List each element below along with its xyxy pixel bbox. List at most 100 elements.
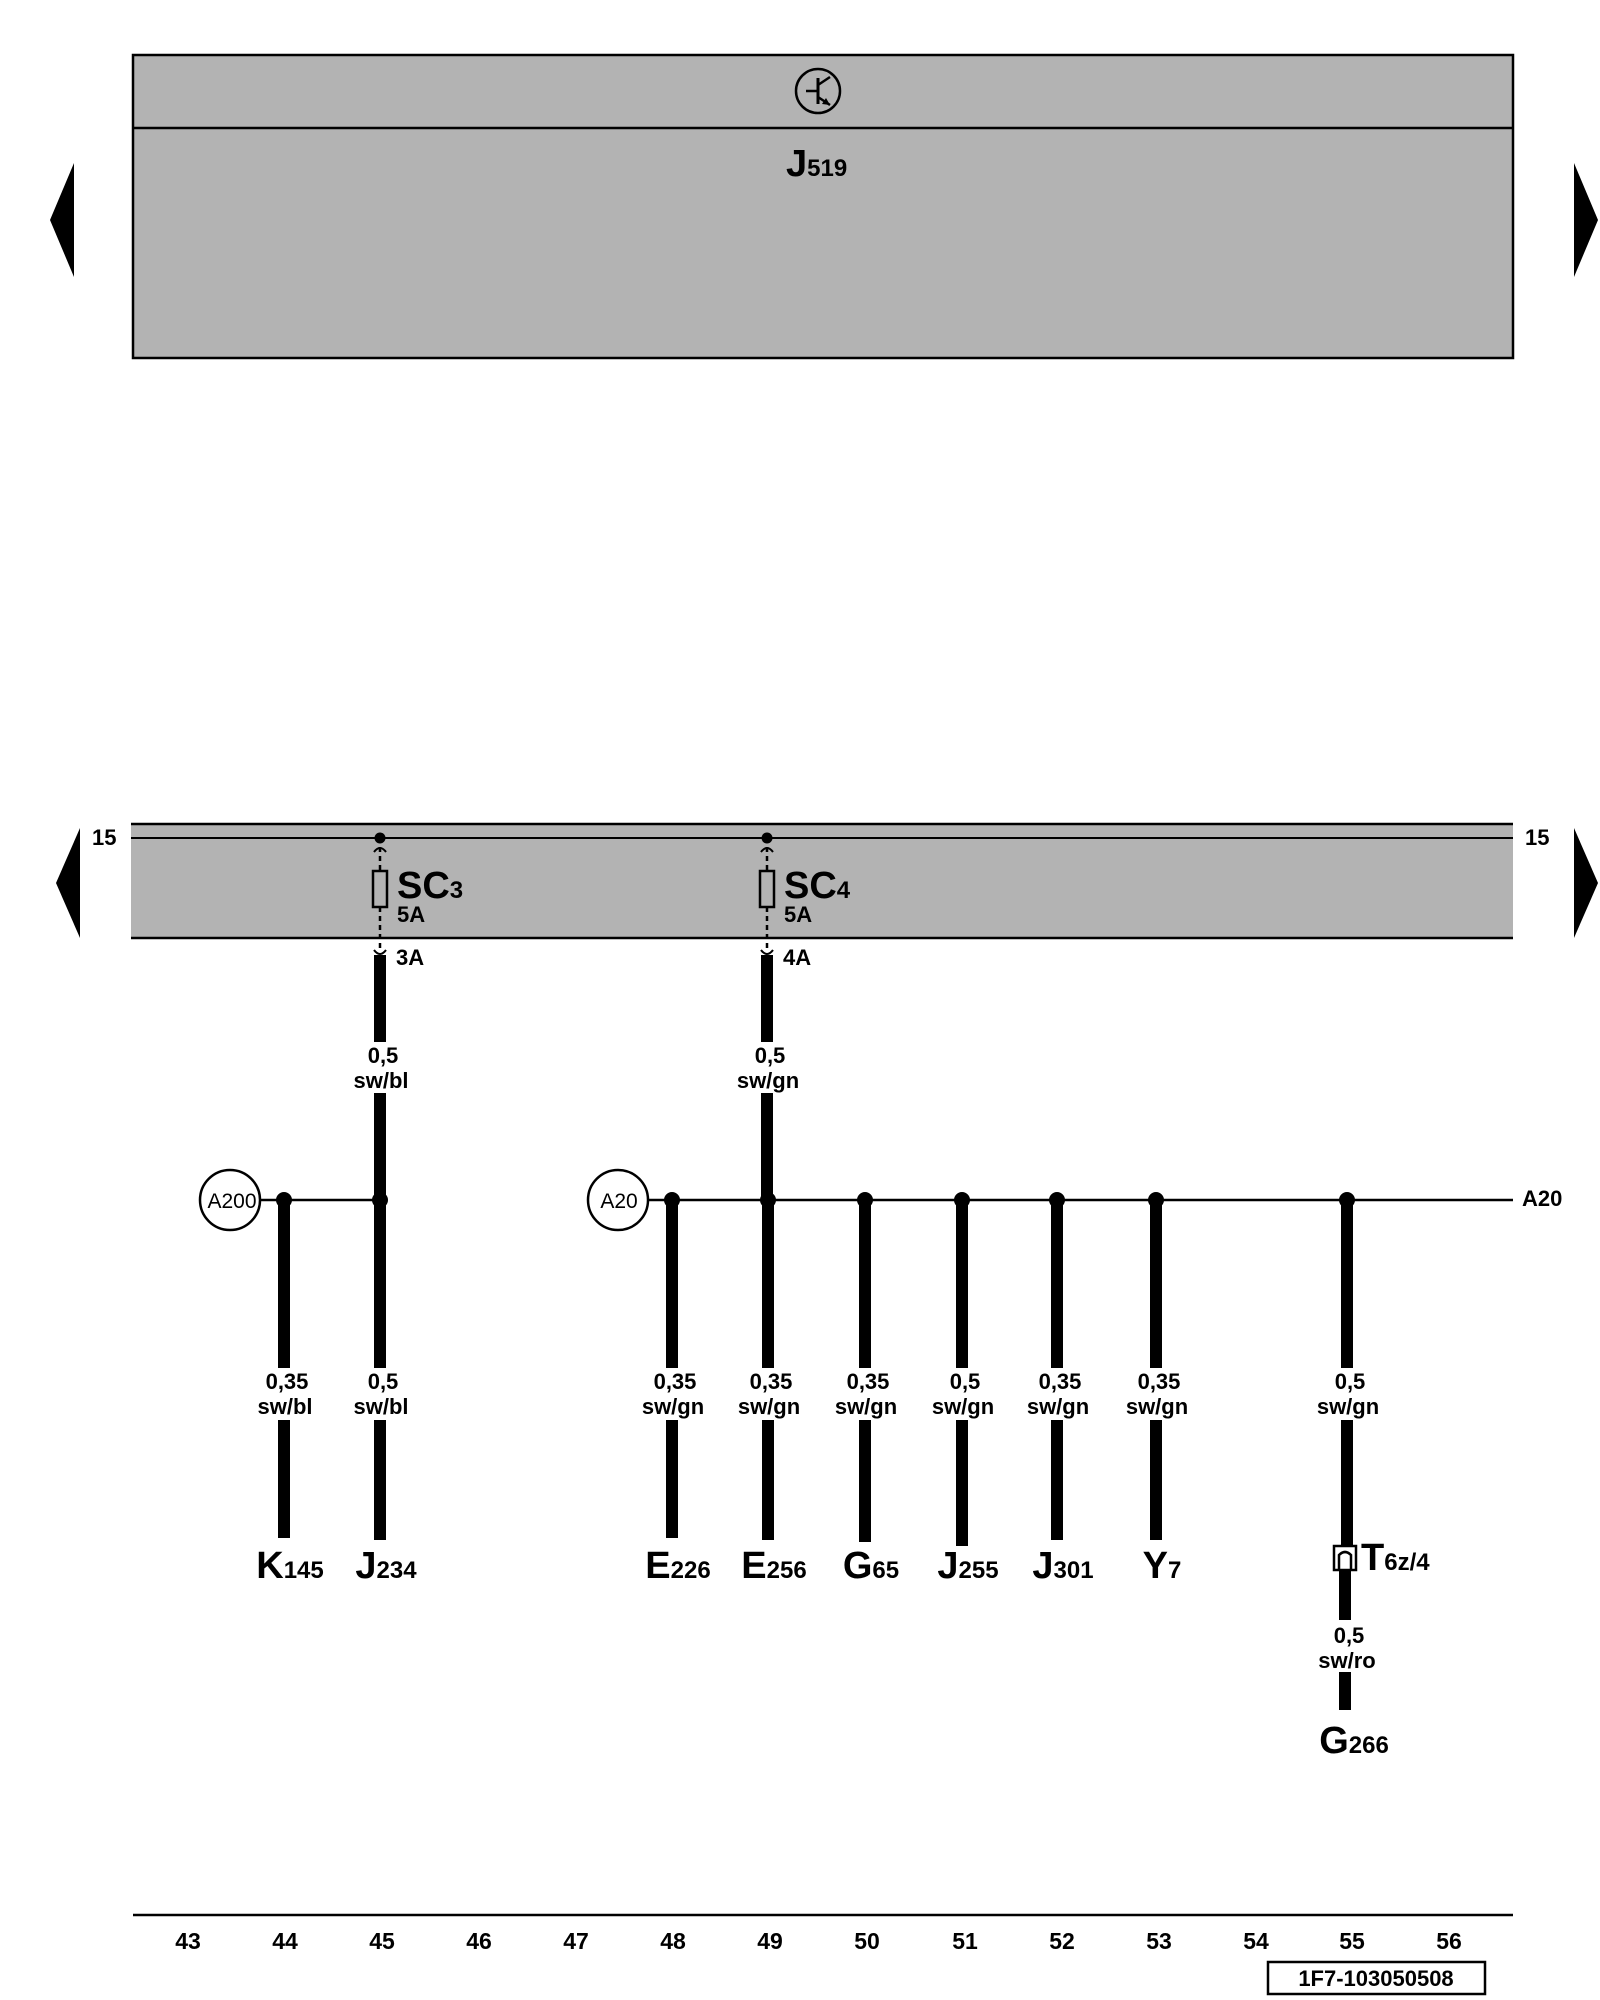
- connector-a20-right-label: A20: [1522, 1186, 1562, 1211]
- feed-wire-sc3: 0,5 sw/bl: [353, 955, 409, 1200]
- control-unit-letter: J: [786, 143, 807, 185]
- branch-wire-color: sw/bl: [257, 1394, 312, 1419]
- column-number: 55: [1339, 1928, 1365, 1954]
- next-page-arrow-icon[interactable]: [1574, 163, 1598, 277]
- component-label: J234: [355, 1545, 417, 1587]
- component-number: 7: [1168, 1557, 1181, 1584]
- feed-wire-sc4-color: sw/gn: [737, 1068, 799, 1093]
- component-number: 65: [872, 1557, 899, 1584]
- component-letter: G: [843, 1545, 873, 1587]
- column-number: 44: [272, 1928, 298, 1954]
- branch-wire-size: 0,35: [847, 1369, 890, 1394]
- column-number: 45: [369, 1928, 395, 1954]
- feed-wire-sc3-size: 0,5: [368, 1043, 399, 1068]
- component-label: E256: [741, 1545, 806, 1587]
- branch-wire-color: sw/gn: [835, 1394, 897, 1419]
- fuse-sc3-rating: 5A: [397, 902, 425, 927]
- transistor-icon: [794, 67, 842, 115]
- fuse-sc3-name: SC: [397, 865, 450, 907]
- connector-a200: A200: [198, 1168, 380, 1232]
- branch-wire-size: 0,5: [368, 1369, 399, 1394]
- column-number: 56: [1436, 1928, 1462, 1954]
- branch-wire-color: sw/gn: [1126, 1394, 1188, 1419]
- drawing-id-box: 1F7-103050508: [1266, 1960, 1487, 1996]
- component-letter: J: [937, 1545, 958, 1587]
- terminal-15-left: 15: [92, 825, 116, 850]
- previous-page-arrow-icon-lower[interactable]: [56, 828, 80, 938]
- branch-wire-color: sw/gn: [738, 1394, 800, 1419]
- branch-wire-size: 0,35: [1039, 1369, 1082, 1394]
- component-number: 226: [671, 1557, 711, 1584]
- column-number: 49: [757, 1928, 783, 1954]
- component-g266-number: 266: [1349, 1732, 1389, 1759]
- previous-page-arrow-icon[interactable]: [50, 163, 74, 277]
- branch-wire-size: 0,35: [266, 1369, 309, 1394]
- branch-wire-color: sw/gn: [932, 1394, 994, 1419]
- component-number: 234: [377, 1557, 418, 1584]
- connector-a20-label: A20: [600, 1190, 637, 1213]
- fuse-sc3: SC3 5A 3A: [371, 832, 463, 970]
- column-number: 47: [563, 1928, 589, 1954]
- branch-wire-9: 0,5sw/gn: [1317, 1192, 1379, 1546]
- svg-text:G266: G266: [1319, 1720, 1389, 1762]
- branch-wire-size: 0,5: [1335, 1369, 1366, 1394]
- component-label: Y7: [1143, 1545, 1182, 1587]
- component-label: E226: [645, 1545, 710, 1587]
- component-letter: J: [1032, 1545, 1053, 1587]
- branch-wire-color: sw/gn: [642, 1394, 704, 1419]
- next-page-arrow-icon-lower[interactable]: [1574, 828, 1598, 938]
- column-number: 48: [660, 1928, 686, 1954]
- branch-wire-size: 0,5: [950, 1369, 981, 1394]
- feed-wire-sc3-color: sw/bl: [353, 1068, 408, 1093]
- branch-wire-size: 0,35: [654, 1369, 697, 1394]
- feed-wire-sc4-size: 0,5: [755, 1043, 786, 1068]
- branch-wire-color: sw/bl: [353, 1394, 408, 1419]
- lower-wire-color: sw/ro: [1318, 1648, 1375, 1673]
- column-number: 51: [952, 1928, 978, 1954]
- terminal-15-right: 15: [1525, 825, 1549, 850]
- component-g266-letter: G: [1319, 1720, 1349, 1762]
- component-letter: E: [741, 1545, 766, 1587]
- component-number: 301: [1054, 1557, 1094, 1584]
- branch-wire-color: sw/gn: [1027, 1394, 1089, 1419]
- plug-t6z: T6z/4 0,5 sw/ro G266: [1318, 1537, 1430, 1762]
- column-number: 52: [1049, 1928, 1075, 1954]
- branch-wire-size: 0,35: [750, 1369, 793, 1394]
- component-number: 256: [767, 1557, 807, 1584]
- branch-wire-color: sw/gn: [1317, 1394, 1379, 1419]
- branch-wire-size: 0,35: [1138, 1369, 1181, 1394]
- column-number: 50: [854, 1928, 880, 1954]
- component-letter: J: [355, 1545, 376, 1587]
- control-unit-label: J519: [786, 143, 847, 185]
- component-letter: K: [256, 1545, 284, 1587]
- fuse-sc4-name: SC: [784, 865, 837, 907]
- component-label: J301: [1032, 1545, 1093, 1587]
- control-unit-number: 519: [807, 155, 847, 182]
- fuse-sc4-number: 4: [837, 877, 851, 904]
- column-number: 46: [466, 1928, 492, 1954]
- fuse-sc4-rating: 5A: [784, 902, 812, 927]
- fuse-sc3-pin: 3A: [396, 945, 424, 970]
- component-number: 145: [284, 1557, 324, 1584]
- control-unit-panel: J519: [131, 53, 1515, 360]
- column-number: 43: [175, 1928, 201, 1954]
- component-label: J255: [937, 1545, 998, 1587]
- drawing-id: 1F7-103050508: [1298, 1966, 1453, 1991]
- fuse-panel: 15 15: [92, 822, 1549, 940]
- component-label: G65: [843, 1545, 899, 1587]
- plug-t6z-icon: [1332, 1544, 1358, 1572]
- plug-t6z-pin: 6z/4: [1384, 1549, 1430, 1576]
- svg-text:SC3: SC3: [397, 865, 463, 907]
- column-number: 54: [1243, 1928, 1269, 1954]
- fuse-sc4-pin: 4A: [783, 945, 811, 970]
